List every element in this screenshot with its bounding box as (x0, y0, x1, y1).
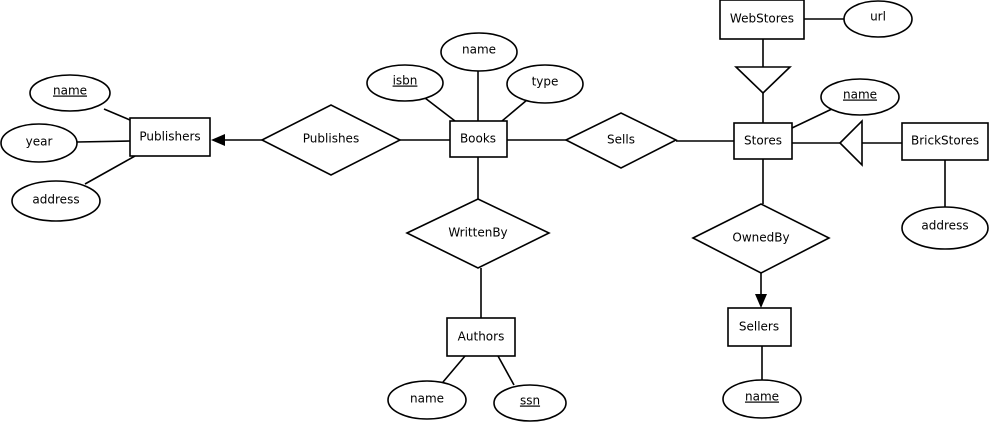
relationship-diamond (405, 198, 551, 269)
attribute-ellipse (11, 180, 101, 222)
relationship-sells[interactable]: Sells (564, 112, 678, 169)
entity-label: Publishers (139, 130, 200, 144)
relationship-label: WrittenBy (448, 226, 507, 240)
attribute-brickstore-address[interactable]: address (901, 206, 989, 250)
entity-label: Stores (744, 134, 782, 148)
entity-authors[interactable]: Authors (446, 317, 516, 357)
attribute-publisher-year[interactable]: year (0, 123, 78, 163)
attribute-label: name (410, 392, 444, 406)
edge-books-type (501, 99, 528, 122)
attribute-ellipse (440, 32, 518, 72)
attribute-publisher-address[interactable]: address (11, 180, 101, 222)
edge-books-isbn (424, 97, 456, 122)
entity-label: BrickStores (911, 134, 979, 148)
entity-stores[interactable]: Stores (733, 122, 793, 160)
entity-box (129, 117, 211, 157)
edge-publishers-year (76, 140, 131, 143)
attribute-ellipse (820, 78, 900, 116)
attribute-book-isbn[interactable]: isbn (366, 64, 444, 102)
attribute-label: type (532, 75, 559, 89)
attribute-seller-name[interactable]: name (722, 379, 802, 419)
relationship-ownedby[interactable]: OwnedBy (691, 203, 831, 274)
attribute-label: url (870, 10, 886, 24)
attribute-label: address (921, 219, 968, 233)
relationship-label: Publishes (303, 132, 359, 146)
attribute-label: name (745, 390, 779, 404)
isa-triangle-brickstores (838, 119, 863, 167)
entity-sellers[interactable]: Sellers (727, 307, 792, 347)
entity-box (449, 120, 508, 158)
attribute-publisher-name[interactable]: name (29, 74, 111, 112)
relationship-diamond (691, 203, 831, 274)
entity-label: Authors (458, 330, 505, 344)
edge-authors-name (442, 355, 466, 383)
attribute-ellipse (843, 0, 913, 38)
entity-label: WebStores (730, 12, 794, 26)
entity-webstores[interactable]: WebStores (719, 0, 805, 40)
attribute-label: isbn (393, 74, 418, 88)
attribute-author-name[interactable]: name (387, 380, 467, 420)
relationship-label: OwnedBy (732, 231, 789, 245)
entity-brickstores[interactable]: BrickStores (901, 122, 989, 161)
attribute-author-ssn[interactable]: ssn (493, 384, 567, 422)
attribute-book-type[interactable]: type (506, 64, 584, 104)
edge-publishers-address (84, 155, 136, 185)
entity-box (901, 122, 989, 161)
isa-triangle-webstores (734, 66, 792, 95)
relationship-label: Sells (607, 133, 635, 147)
attribute-label: address (32, 193, 79, 207)
arrow-to-publishers (211, 134, 225, 146)
attribute-store-name[interactable]: name (820, 78, 900, 116)
attribute-ellipse (901, 206, 989, 250)
entity-label: Books (460, 132, 496, 146)
attribute-ellipse (387, 380, 467, 420)
entity-box (446, 317, 516, 357)
edge-stores-name (791, 107, 835, 129)
edge-authors-ssn (497, 355, 515, 386)
entity-box (719, 0, 805, 40)
attribute-book-name[interactable]: name (440, 32, 518, 72)
relationship-diamond (260, 104, 402, 176)
edge-publishers-name (103, 108, 131, 121)
relationship-writtenby[interactable]: WrittenBy (405, 198, 551, 269)
arrow-to-sellers (755, 294, 767, 308)
entity-box (733, 122, 793, 160)
attribute-ellipse (0, 123, 78, 163)
entity-label: Sellers (739, 320, 779, 334)
relationship-diamond (564, 112, 678, 169)
attribute-ellipse (506, 64, 584, 104)
attribute-ellipse (366, 64, 444, 102)
attribute-label: ssn (520, 394, 540, 408)
attribute-ellipse (722, 379, 802, 419)
attribute-label: name (843, 88, 877, 102)
entity-books[interactable]: Books (449, 120, 508, 158)
entity-publishers[interactable]: Publishers (129, 117, 211, 157)
attribute-webstore-url[interactable]: url (843, 0, 913, 38)
edges (76, 18, 946, 386)
entity-box (727, 307, 792, 347)
attribute-label: year (26, 135, 53, 149)
attribute-label: name (462, 43, 496, 57)
attribute-ellipse (493, 384, 567, 422)
attribute-label: name (53, 84, 87, 98)
relationship-publishes[interactable]: Publishes (260, 104, 402, 176)
attribute-ellipse (29, 74, 111, 112)
